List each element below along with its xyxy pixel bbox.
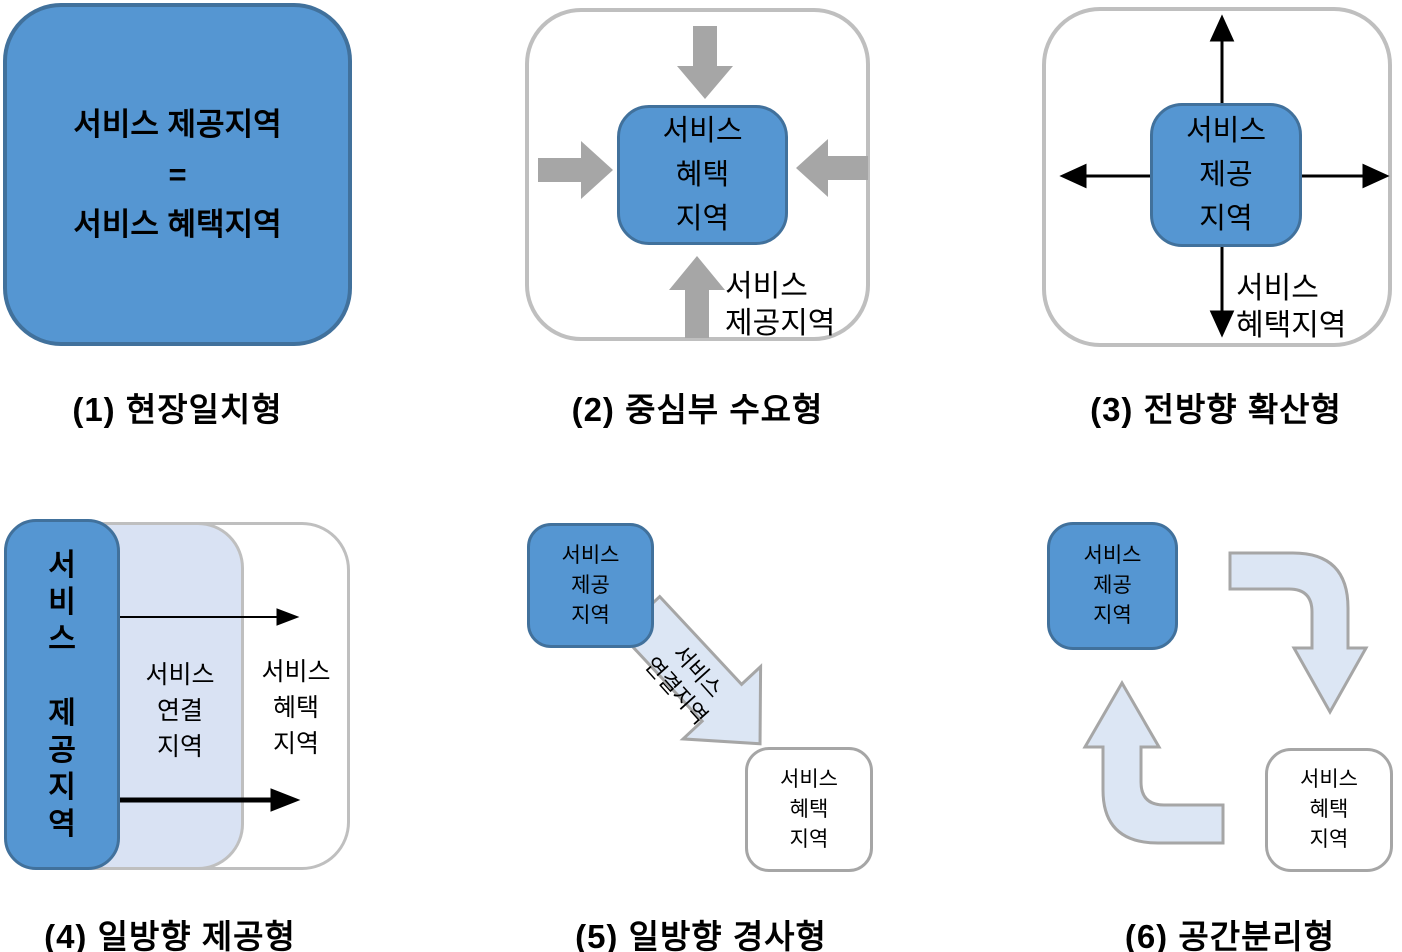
panel2-caption: (2) 중심부 수요형 <box>571 391 824 428</box>
panel6-provider-box: 서비스 제공 지역 <box>1047 522 1178 650</box>
panel5-benefit-box: 서비스 혜택 지역 <box>745 747 873 872</box>
panel3-benefit-area-label: 서비스 혜택지역 <box>1236 272 1347 342</box>
panel5-provider-box: 서비스 제공 지역 <box>527 523 654 648</box>
panel6-caption: (6) 공간분리형 <box>1124 918 1336 952</box>
panel5-link-arrow-label: 서비스 연결지역 <box>639 640 728 730</box>
panel2-provider-area-label: 서비스 제공지역 <box>725 270 836 340</box>
panel5-caption: (5) 일방향 경사형 <box>575 918 827 952</box>
panel1-caption: (1) 현장일치형 <box>72 391 283 428</box>
elbow-arrow-down-icon <box>1228 551 1369 716</box>
pan6-benefit-box: 서비스 혜택 지역 <box>1265 748 1393 872</box>
panel4-provider-region-box <box>4 519 120 870</box>
panel2-center-benefit-box: 서비스 혜택 지역 <box>617 105 788 245</box>
panel4-caption: (4) 일방향 제공형 <box>44 918 296 952</box>
panel4-provider-vertical-label: 서 비 스 제 공 지 역 <box>48 548 76 841</box>
panel3-center-provider-box: 서비스 제공 지역 <box>1150 103 1302 247</box>
panel1-service-area-box <box>3 3 352 346</box>
panel1-main-label: 서비스 제공지역 = 서비스 혜택지역 <box>73 106 282 242</box>
panel3-caption: (3) 전방향 확산형 <box>1090 391 1342 428</box>
elbow-arrow-up-icon <box>1082 680 1225 845</box>
panel4-link-label: 서비스 연결 지역 <box>145 661 215 761</box>
panel4-benefit-label: 서비스 혜택 지역 <box>261 658 331 758</box>
